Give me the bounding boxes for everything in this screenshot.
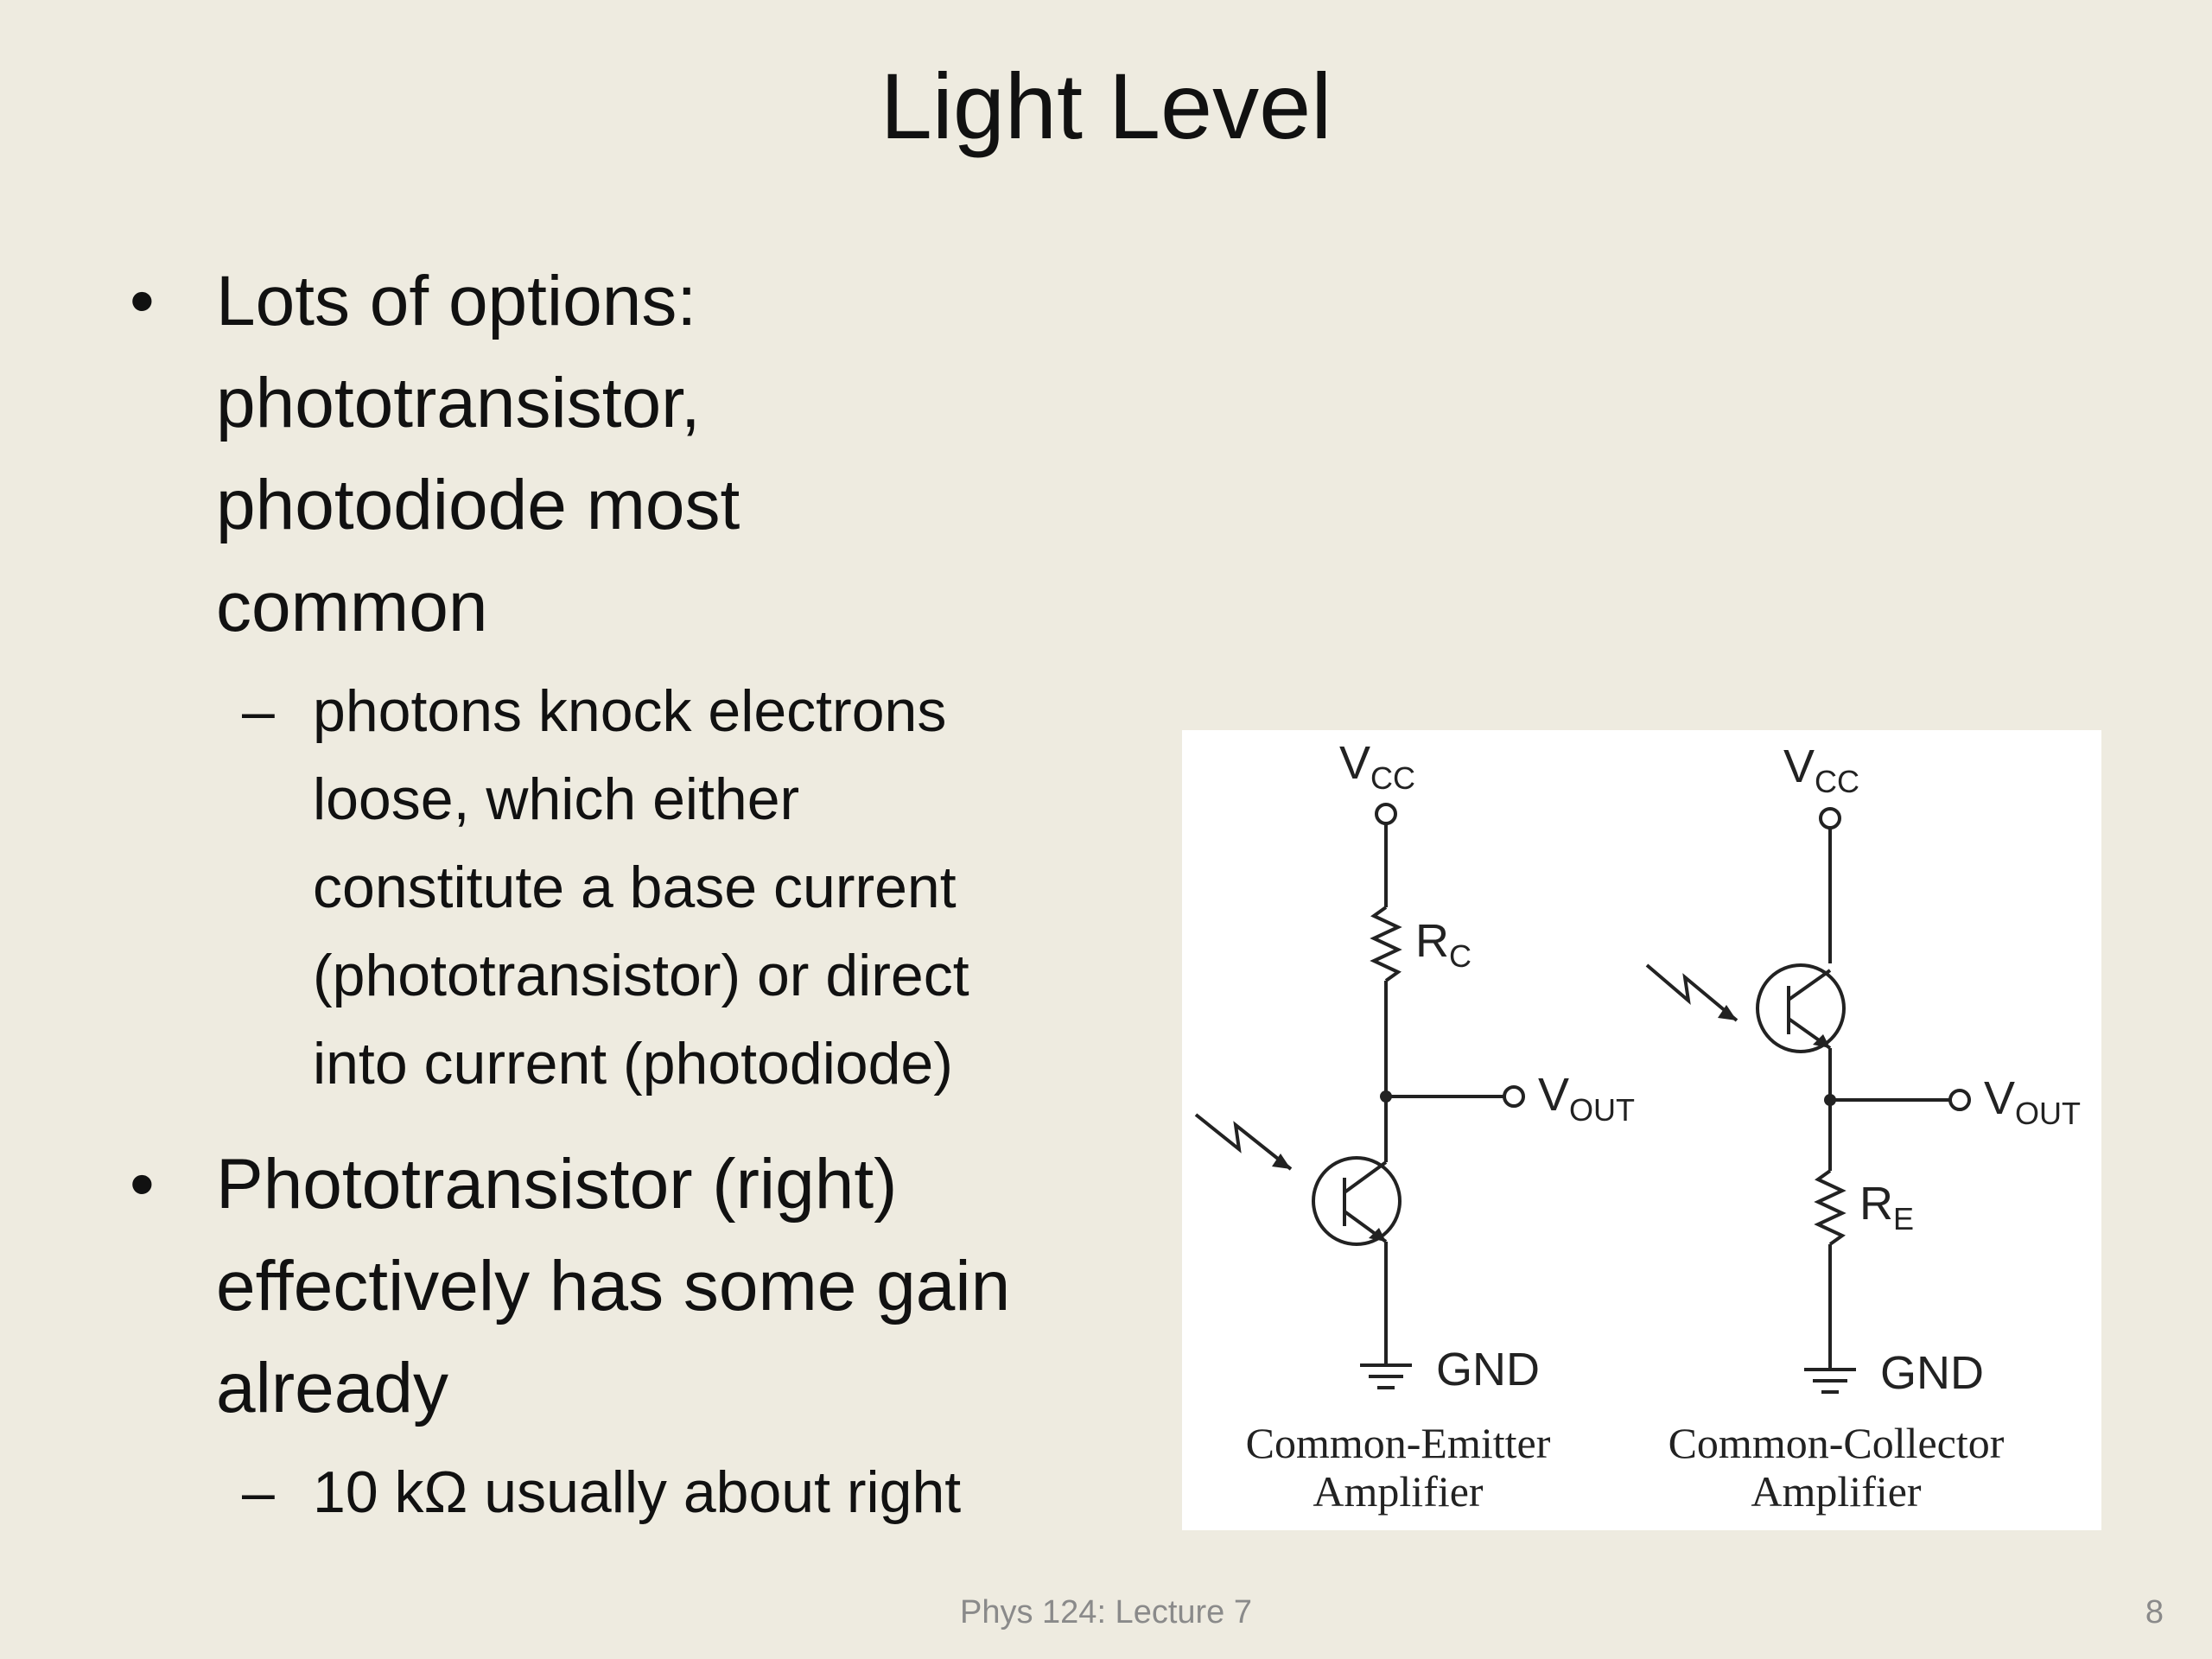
circuit-figure: VCC RC VOUT GND Common-Emitter Amplifier…: [1182, 730, 2101, 1530]
bullet-1-line-1: Lots of options:: [216, 262, 697, 340]
bullet-marker: •: [130, 262, 155, 340]
bullet-1-line-4: common: [216, 568, 488, 646]
bullet-1-line-3: photodiode most: [216, 466, 741, 544]
vout-label-left: VOUT: [1538, 1069, 1635, 1128]
sub-bullet-1-line-4: (phototransistor) or direct: [313, 943, 969, 1008]
sub-bullet-list: – 10 kΩ usually about right: [216, 1448, 1132, 1536]
resistor-re: [1814, 1169, 1847, 1246]
light-arrowhead: [1718, 1005, 1737, 1020]
vcc-label-right: VCC: [1783, 741, 1859, 799]
rc-label: RC: [1415, 915, 1471, 974]
phototransistor-right: [1756, 963, 1846, 1053]
sub-bullet-marker: –: [242, 678, 275, 744]
bullet-1-line-2: phototransistor,: [216, 364, 701, 442]
transistor-collector: [1343, 1160, 1388, 1194]
light-arrowhead: [1272, 1154, 1291, 1169]
emitter-arrowhead: [1813, 1034, 1830, 1048]
sub-bullet-list: – photons knock electrons loose, which e…: [216, 667, 1132, 1108]
bullet-2-line-3: already: [216, 1349, 448, 1427]
phototransistor-left: [1312, 1156, 1402, 1246]
light-arrow-right: [1645, 963, 1738, 1022]
junction-dot: [1380, 1090, 1392, 1103]
sub-bullet-item-2: – 10 kΩ usually about right: [130, 1448, 1132, 1536]
left-circuit: [1194, 803, 1525, 1389]
transistor-collector: [1787, 969, 1832, 1001]
sub-bullet-1-line-1: photons knock electrons: [313, 678, 947, 744]
junction-dot: [1824, 1094, 1836, 1106]
right-circuit: [1645, 807, 1971, 1394]
sub-bullet-1-line-3: constitute a base current: [313, 855, 957, 920]
sub-bullet-marker: –: [242, 1459, 275, 1525]
vout-terminal-left: [1503, 1085, 1525, 1108]
sub-bullet-1-line-2: loose, which either: [313, 766, 800, 832]
vcc-label-left: VCC: [1339, 737, 1415, 796]
slide-title: Light Level: [880, 54, 1332, 158]
re-label: RE: [1859, 1178, 1914, 1236]
emitter-arrowhead: [1369, 1228, 1386, 1242]
bullet-list: • Lots of options: phototransistor, phot…: [130, 251, 1132, 1562]
bullet-item-2: • Phototransistor (right) effectively ha…: [130, 1134, 1132, 1536]
sub-bullet-1-line-5: into current (photodiode): [313, 1031, 953, 1096]
caption-left-line2: Amplifier: [1313, 1467, 1484, 1516]
caption-right-line2: Amplifier: [1751, 1467, 1922, 1516]
slide-footer: Phys 124: Lecture 7: [960, 1594, 1252, 1630]
circuit-diagram: VCC RC VOUT GND Common-Emitter Amplifier…: [1194, 737, 2081, 1516]
bullet-2-line-2: effectively has some gain: [216, 1247, 1011, 1325]
bullet-2-line-1: Phototransistor (right): [216, 1145, 898, 1224]
vout-label-right: VOUT: [1984, 1072, 2081, 1131]
vcc-terminal-right: [1819, 807, 1841, 830]
vcc-terminal-left: [1375, 803, 1397, 825]
caption-right-line1: Common-Collector: [1669, 1419, 2005, 1467]
bullet-item-1: • Lots of options: phototransistor, phot…: [130, 251, 1132, 1108]
sub-bullet-item-1: – photons knock electrons loose, which e…: [130, 667, 1132, 1108]
vout-terminal-right: [1948, 1089, 1971, 1111]
gnd-label-right: GND: [1880, 1347, 1984, 1399]
gnd-label-left: GND: [1436, 1344, 1540, 1395]
resistor-rc: [1370, 906, 1402, 982]
sub-bullet-2-line-1: 10 kΩ usually about right: [313, 1459, 962, 1525]
light-arrow-left: [1194, 1113, 1293, 1171]
bullet-marker: •: [130, 1145, 155, 1224]
caption-left-line1: Common-Emitter: [1246, 1419, 1551, 1467]
slide-number: 8: [2145, 1594, 2164, 1630]
